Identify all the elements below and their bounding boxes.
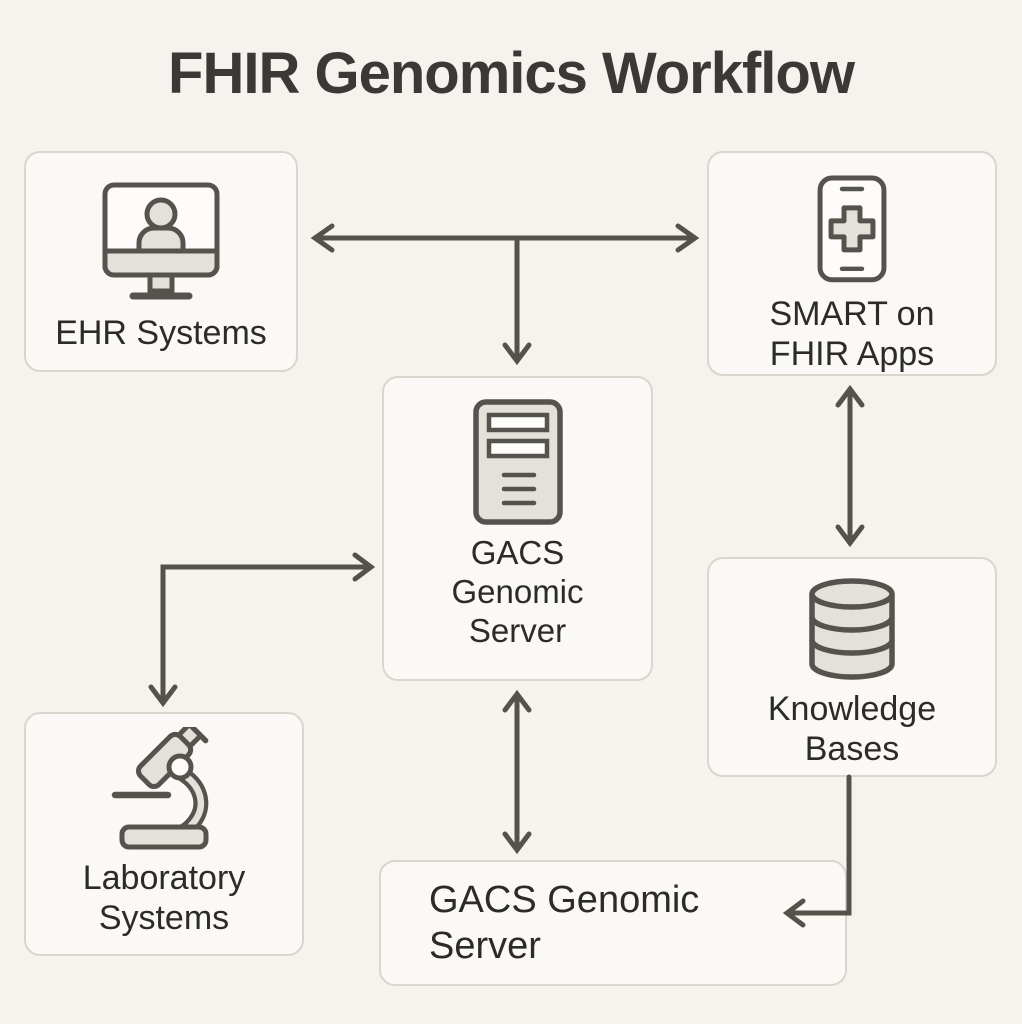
node-gacs-genomic-server-bottom: GACS Genomic Server <box>379 860 847 986</box>
node-label: GACS Genomic Server <box>451 534 584 649</box>
microscope-icon <box>111 727 209 850</box>
page-title: FHIR Genomics Workflow <box>168 41 855 106</box>
node-ehr-systems: EHR Systems <box>24 151 298 372</box>
node-laboratory-systems: Laboratory Systems <box>24 712 304 956</box>
node-label: Laboratory Systems <box>82 859 246 938</box>
edge-lab-gacs-elbow-arrow <box>148 552 376 708</box>
node-label: EHR Systems <box>55 314 267 352</box>
node-label: GACS Genomic Server <box>429 878 700 967</box>
node-smart-on-fhir-apps: SMART on FHIR Apps <box>707 151 997 376</box>
node-label: Knowledge Bases <box>767 690 937 769</box>
smartphone-medical-cross-icon <box>817 175 887 283</box>
server-tower-icon <box>472 399 563 525</box>
node-knowledge-bases: Knowledge Bases <box>707 557 997 777</box>
edge-ehr-smart-arrow <box>310 223 700 253</box>
node-gacs-genomic-server: GACS Genomic Server <box>382 376 653 681</box>
edge-smart-knowledge-arrow <box>835 384 865 548</box>
database-cylinder-icon <box>809 578 895 680</box>
edge-top-to-gacs-arrow <box>502 235 532 366</box>
node-label: SMART on FHIR Apps <box>769 294 935 373</box>
monitor-user-icon <box>102 182 220 300</box>
edge-gacs-gacs-arrow <box>502 689 532 855</box>
